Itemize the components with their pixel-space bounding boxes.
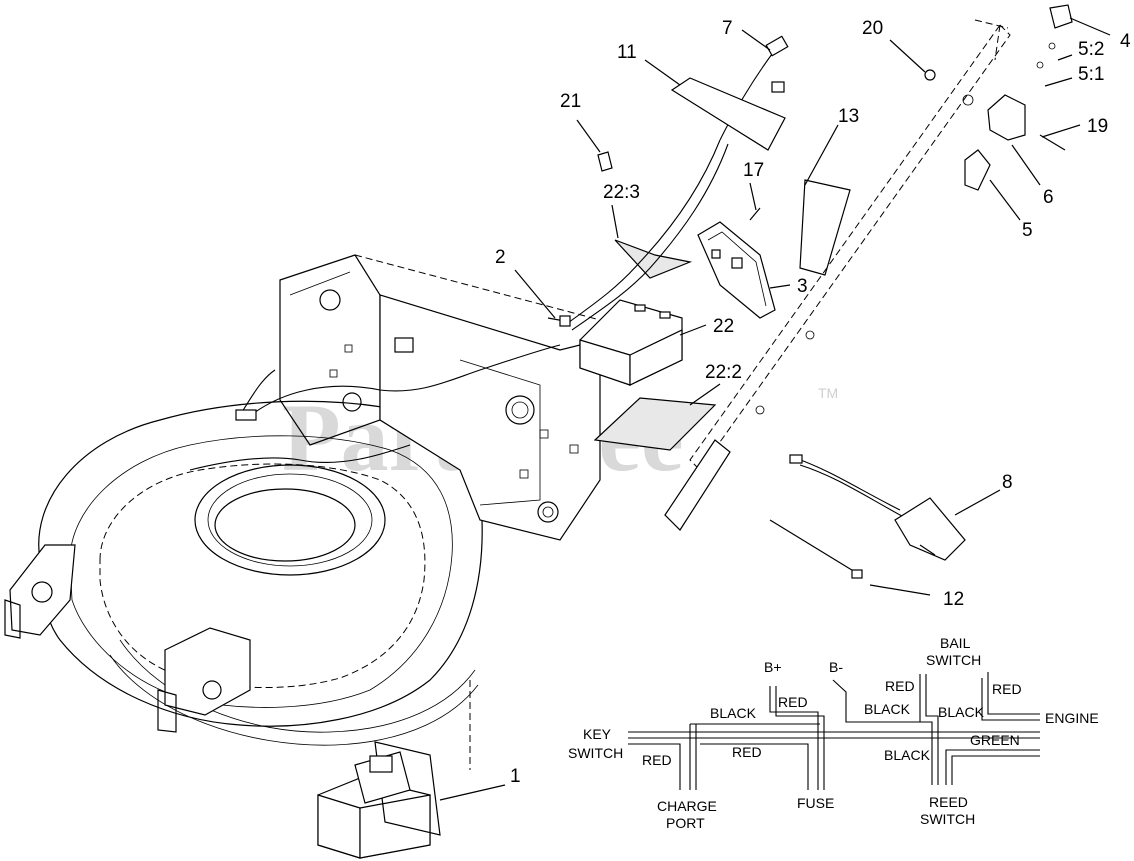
part-4-knob: [1049, 4, 1073, 29]
callout-20: 20: [862, 18, 883, 39]
part-22-battery: [579, 299, 683, 386]
label-b-plus: B+: [764, 659, 782, 675]
label-charge-1: CHARGE: [657, 798, 717, 814]
label-reed-1: REED: [929, 794, 968, 810]
callout-2: 2: [495, 247, 506, 268]
callout-5-1: 5:1: [1078, 64, 1104, 85]
watermark-tm: TM: [818, 385, 838, 401]
label-red-bminus: RED: [885, 678, 915, 694]
label-red-bplus: RED: [778, 694, 808, 710]
part-2-harness: [547, 35, 789, 331]
part-5-switch: [964, 149, 991, 191]
part-12-tie: [769, 519, 861, 576]
label-red-key: RED: [642, 752, 672, 768]
label-green: GREEN: [970, 732, 1020, 748]
label-reed-2: SWITCH: [920, 811, 975, 827]
callout-17: 17: [743, 160, 764, 181]
leader-lines: [439, 17, 1111, 801]
callout-7: 7: [722, 18, 733, 39]
part-13-plate: [799, 179, 851, 276]
label-red-mid: RED: [732, 744, 762, 760]
callout-numbers: 1 2 3 4 5 6 7 8 11 12 13 17 19 20 21 22 …: [495, 18, 1131, 787]
label-bail-1: BAIL: [940, 635, 971, 651]
callout-8: 8: [1002, 472, 1013, 493]
mower-deck: [4, 254, 601, 746]
callout-22: 22: [713, 316, 734, 337]
label-charge-2: PORT: [666, 815, 705, 831]
part-1-battery-pack: [317, 680, 471, 859]
part-3-cover: [697, 221, 776, 319]
callout-22-2: 22:2: [705, 362, 742, 383]
label-b-minus: B-: [829, 659, 843, 675]
callout-5: 5: [1022, 220, 1033, 241]
callout-21: 21: [560, 91, 581, 112]
callout-13: 13: [838, 106, 859, 127]
label-red-bail: RED: [992, 681, 1022, 697]
label-black-reed: BLACK: [884, 747, 931, 763]
label-bail-2: SWITCH: [926, 652, 981, 668]
label-key-1: KEY: [583, 726, 612, 742]
part-8-charger: [789, 454, 966, 561]
part-6-bezel: [987, 94, 1026, 141]
part-17-screw: [749, 207, 761, 221]
part-11-decal: [670, 77, 786, 151]
wiring-labels: B+ B- BAIL SWITCH KEY SWITCH ENGINE CHAR…: [568, 635, 1099, 831]
callout-1: 1: [510, 766, 521, 787]
label-black-bminus: BLACK: [864, 701, 911, 717]
part-20-nut: [924, 69, 936, 81]
callout-22-3: 22:3: [603, 182, 640, 203]
wiring-schematic: [628, 672, 1040, 790]
callout-4: 4: [1120, 31, 1131, 52]
callout-5-2: 5:2: [1078, 39, 1104, 60]
callout-6: 6: [1043, 187, 1054, 208]
label-engine: ENGINE: [1045, 710, 1099, 726]
label-black-bail: BLACK: [938, 704, 985, 720]
key-switch-assembly: [924, 4, 1073, 191]
callout-11: 11: [617, 42, 637, 63]
label-key-2: SWITCH: [568, 745, 623, 761]
callout-19: 19: [1087, 116, 1108, 137]
part-22-3-pad: [614, 239, 693, 279]
label-black-left: BLACK: [710, 705, 757, 721]
label-fuse: FUSE: [797, 795, 834, 811]
part-22-2-pad: [593, 397, 717, 451]
callout-3: 3: [797, 276, 808, 297]
part-21-clip: [597, 151, 613, 172]
handle-tube: [664, 19, 1011, 531]
callout-12: 12: [943, 589, 964, 610]
